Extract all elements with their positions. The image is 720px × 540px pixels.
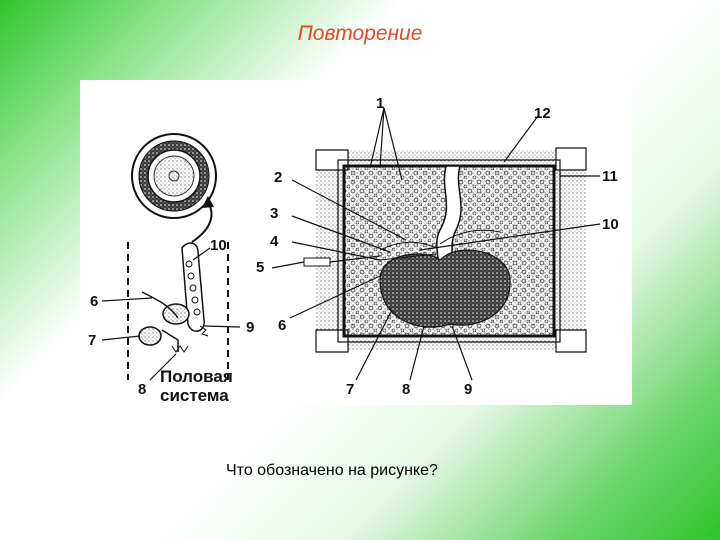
left-label-8: 8 xyxy=(138,381,146,398)
segment-anatomy-drawing: 10 6 7 9 8 Половая система xyxy=(88,95,619,405)
reproductive-system-sketch xyxy=(138,242,209,353)
right-label-7: 7 xyxy=(346,381,354,398)
question-text: Что обозначено на рисунке? xyxy=(226,462,438,479)
caption-line-1: Половая xyxy=(160,367,233,386)
arrow-head-icon xyxy=(202,196,214,208)
left-label-9: 9 xyxy=(246,319,254,336)
slide-title: Повторение xyxy=(297,22,423,45)
right-label-4: 4 xyxy=(270,233,279,250)
right-label-8: 8 xyxy=(402,381,410,398)
left-label-10: 10 xyxy=(210,237,227,254)
right-label-2: 2 xyxy=(274,169,282,186)
right-label-10: 10 xyxy=(602,216,619,233)
left-label-6: 6 xyxy=(90,293,98,310)
right-label-11: 11 xyxy=(602,168,618,185)
right-label-3: 3 xyxy=(270,205,278,222)
right-label-5: 5 xyxy=(256,259,264,276)
left-label-7: 7 xyxy=(88,332,96,349)
right-label-6: 6 xyxy=(278,317,286,334)
segment-drawing xyxy=(303,147,587,353)
right-label-12: 12 xyxy=(534,105,551,122)
right-label-1: 1 xyxy=(376,95,384,112)
caption-line-2: система xyxy=(160,386,229,405)
cross-section-circle xyxy=(131,133,217,219)
anatomy-figure: 10 6 7 9 8 Половая система xyxy=(80,80,632,405)
right-label-9: 9 xyxy=(464,381,472,398)
